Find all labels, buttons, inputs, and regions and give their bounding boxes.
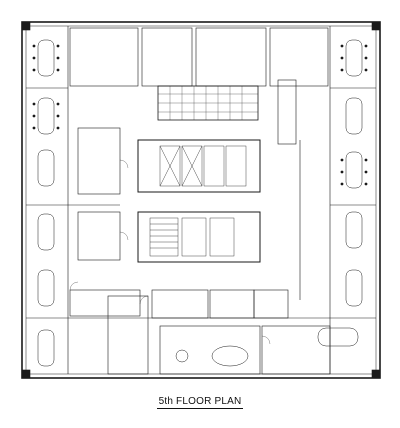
core-upper xyxy=(137,139,261,193)
corner-column-tl xyxy=(21,21,31,31)
room-top-center xyxy=(195,27,267,87)
plan-title: 5th FLOOR PLAN xyxy=(0,396,400,409)
room-bottom-right xyxy=(261,325,331,375)
corner-column-bl xyxy=(21,369,31,379)
corner-column-br xyxy=(371,369,381,379)
corridor-right xyxy=(277,79,297,145)
room-bottom-meeting xyxy=(159,325,261,375)
room-left-bottom xyxy=(69,289,141,317)
room-bottom-c xyxy=(209,289,255,319)
table-cluster-right xyxy=(345,39,363,307)
corner-column-tr xyxy=(371,21,381,31)
outer-wall xyxy=(21,21,381,379)
inner-wall xyxy=(25,25,377,375)
room-left-lower xyxy=(77,211,121,261)
room-bottom-d xyxy=(253,289,289,319)
table-cluster-left xyxy=(37,39,55,367)
room-top-right xyxy=(269,27,329,87)
core-lower xyxy=(137,211,261,263)
conference-table xyxy=(317,327,359,347)
meeting-table xyxy=(211,345,249,367)
room-left-upper xyxy=(77,127,121,195)
room-bottom-a xyxy=(107,295,149,375)
plan-title-text: 5th FLOOR PLAN xyxy=(156,396,244,409)
room-top-left xyxy=(69,27,139,87)
room-top-mid xyxy=(141,27,193,87)
room-bottom-b xyxy=(151,289,209,319)
